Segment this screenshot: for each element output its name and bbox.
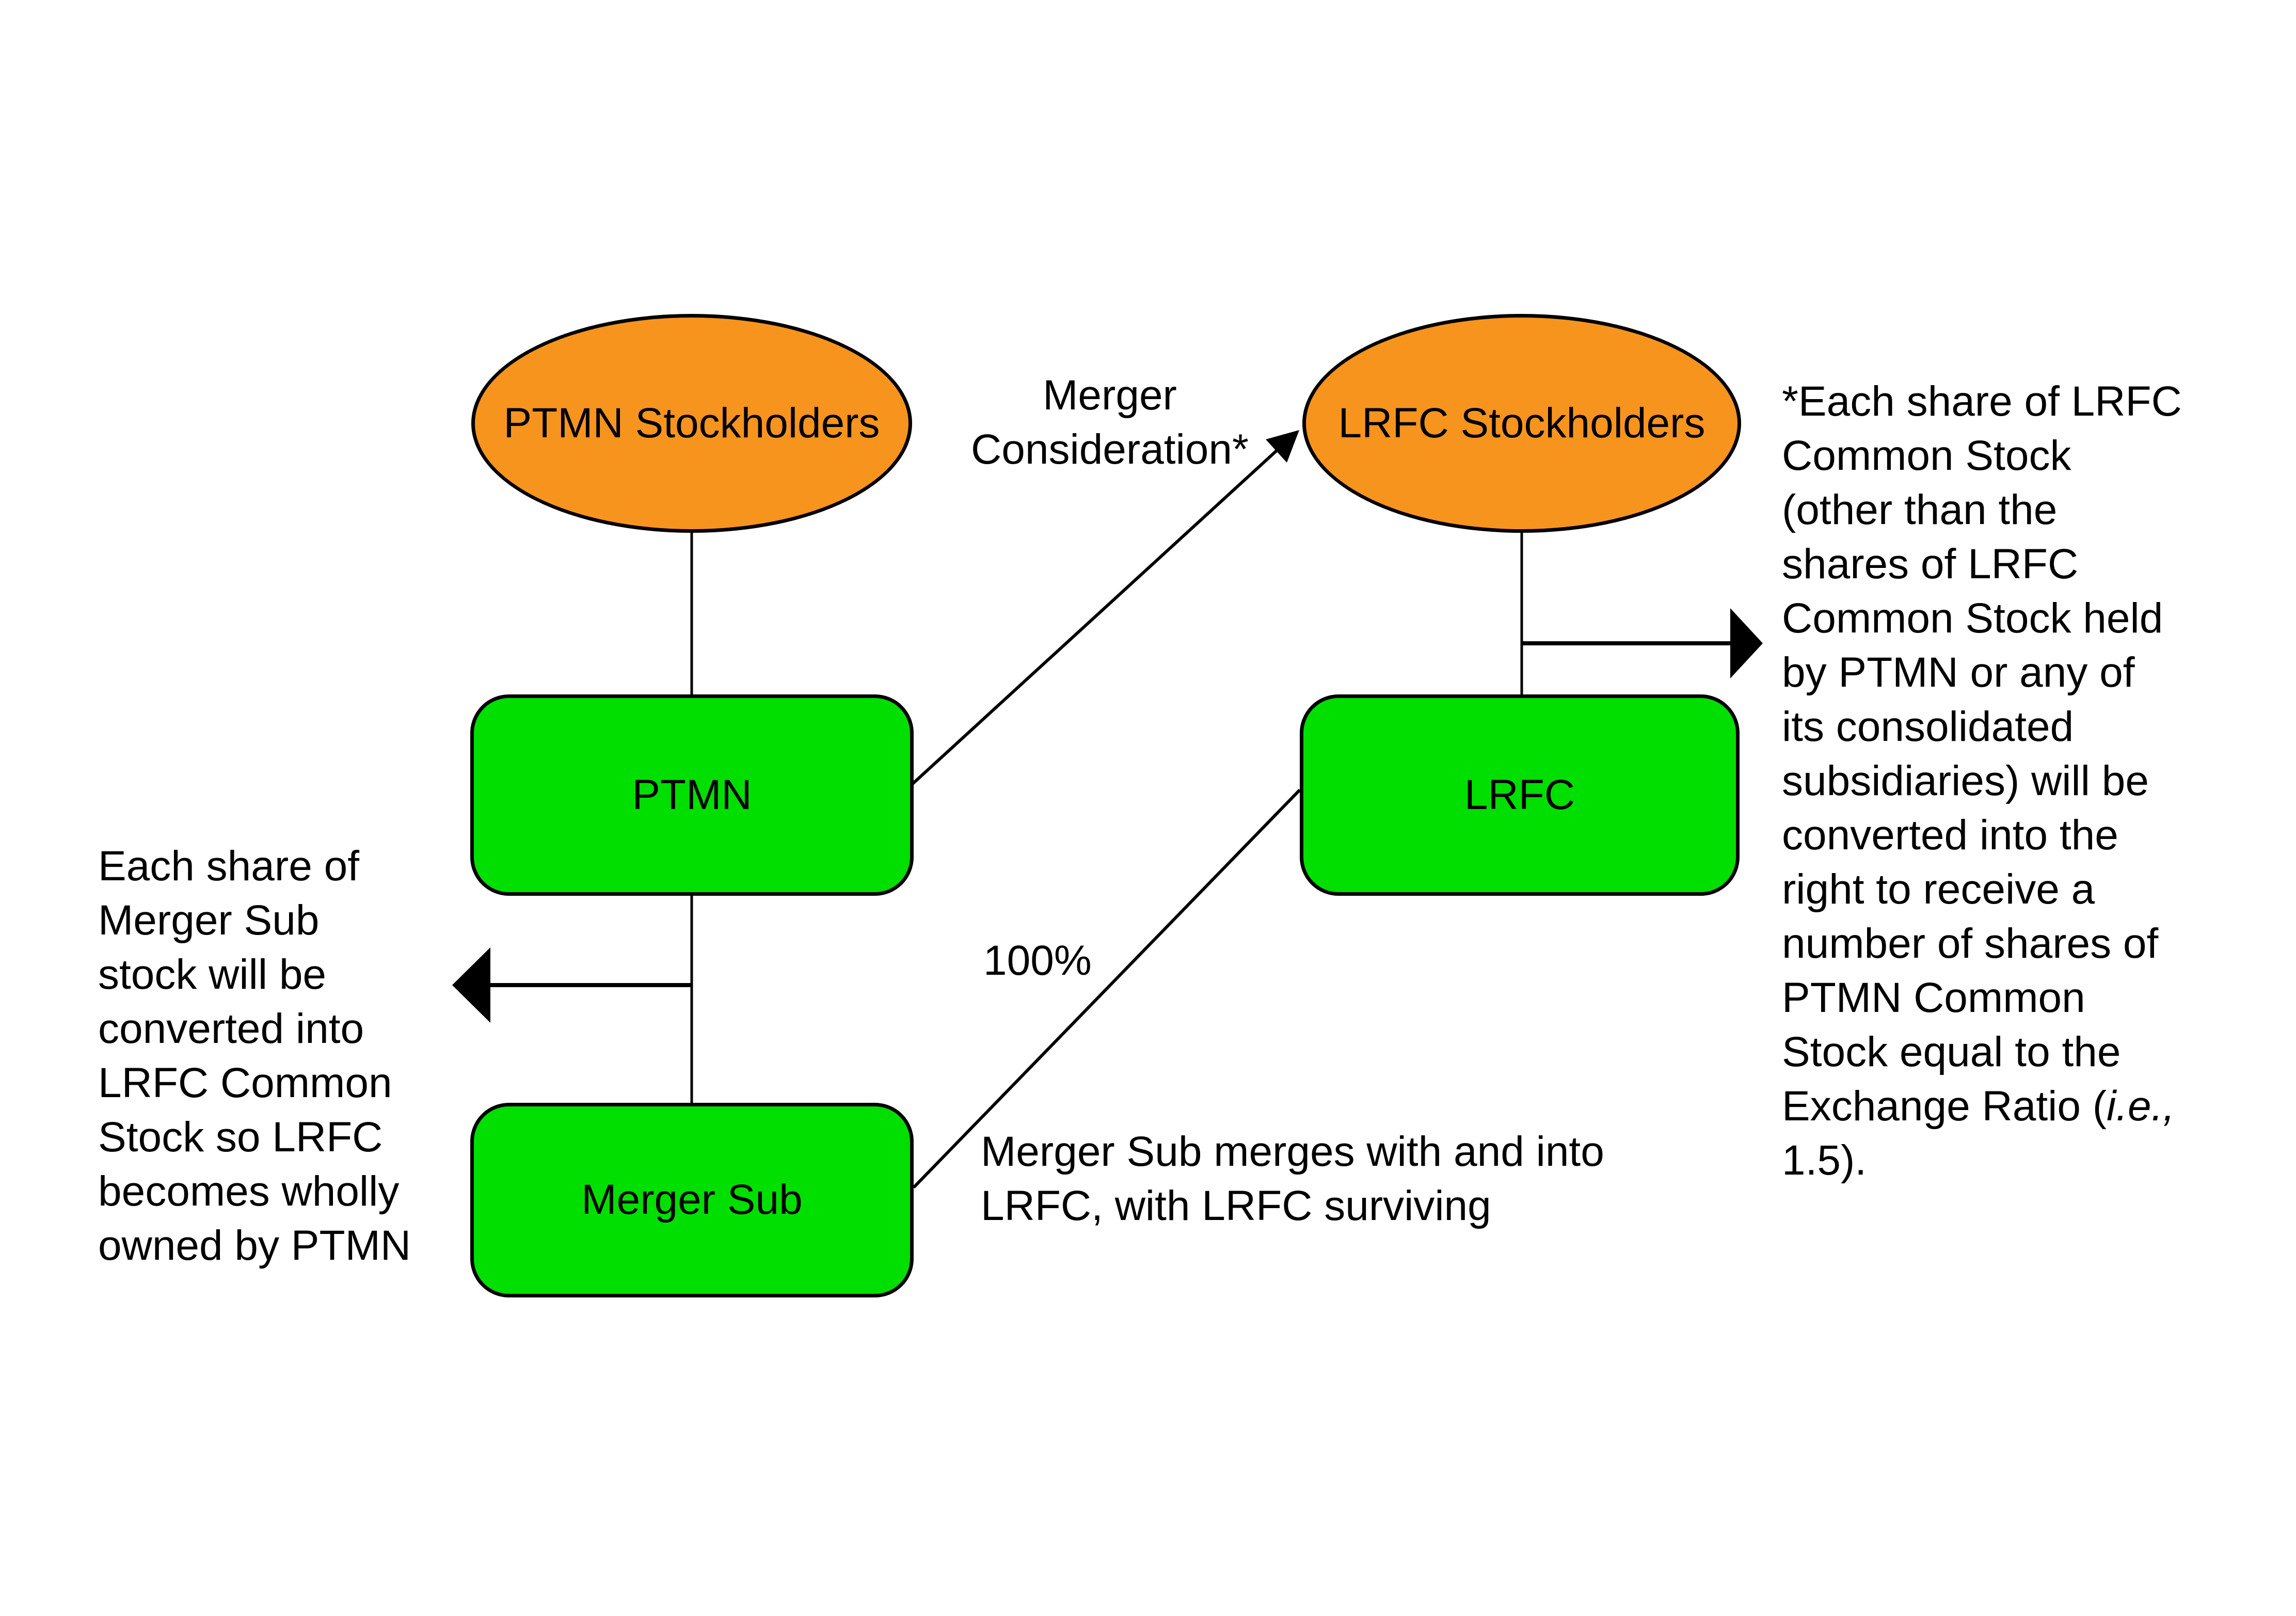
lrfc-box: LRFC (1300, 694, 1740, 896)
right-note-line: converted into the (1782, 812, 2118, 859)
ptmn-stockholders-label: PTMN Stockholders (503, 399, 880, 447)
merger-consideration-arrowhead-icon (1266, 430, 1299, 463)
lrfc-label: LRFC (1464, 771, 1575, 818)
left-arrowhead-icon (452, 947, 490, 1023)
merger-sub-conversion-note: Each share of Merger Sub stock will be c… (98, 839, 411, 1273)
ownership-100pct-line (912, 788, 1301, 1189)
left-note-line: owned by PTMN (98, 1222, 411, 1269)
left-note-line: stock will be (98, 951, 327, 998)
ptmn-box: PTMN (470, 694, 914, 896)
merger-sub-label: Merger Sub (581, 1176, 803, 1224)
merge-note: Merger Sub merges with and into LRFC, wi… (981, 1124, 1604, 1233)
right-note-ratio-pre: Exchange Ratio ( (1782, 1083, 2107, 1130)
merger-consideration-arrow-shaft (904, 449, 1278, 791)
right-note-ratio-italic: i.e., (2107, 1083, 2175, 1130)
right-note-line: Stock equal to the (1782, 1028, 2121, 1075)
left-note-line: becomes wholly (98, 1168, 400, 1215)
exchange-ratio-footnote: *Each share of LRFC Common Stock (other … (1782, 374, 2182, 1187)
merge-note-line2: LRFC, with LRFC surviving (981, 1182, 1491, 1229)
ptmn-stockholders-ellipse: PTMN Stockholders (471, 314, 912, 533)
left-note-line: Merger Sub (98, 897, 320, 944)
ownership-percentage-label: 100% (983, 937, 1092, 984)
ptmn-label: PTMN (632, 771, 752, 818)
right-note-line: by PTMN or any of (1782, 649, 2135, 696)
merger-consideration-line1: Merger (1043, 372, 1177, 419)
right-note-line: PTMN Common (1782, 974, 2085, 1021)
lrfc-stockholders-label: LRFC Stockholders (1338, 399, 1705, 447)
left-note-line: LRFC Common (98, 1059, 392, 1106)
right-note-line: subsidiaries) will be (1782, 757, 2149, 804)
right-note-line: shares of LRFC (1782, 541, 2079, 588)
left-note-line: Each share of (98, 843, 359, 890)
right-note-line: *Each share of LRFC (1782, 378, 2182, 425)
right-note-ratio-line: Exchange Ratio (i.e., (1782, 1079, 2182, 1133)
left-note-line: converted into (98, 1005, 364, 1052)
right-note-line: right to receive a (1782, 866, 2095, 913)
right-note-last-line: 1.5). (1782, 1137, 1867, 1184)
right-note-line: number of shares of (1782, 920, 2159, 967)
merger-consideration-line2: Consideration* (971, 426, 1249, 473)
right-note-line: Common Stock held (1782, 595, 2163, 642)
right-note-line: (other than the (1782, 486, 2058, 533)
right-arrowhead-icon (1730, 608, 1763, 678)
merger-sub-box: Merger Sub (470, 1103, 914, 1297)
left-note-line: Stock so LRFC (98, 1114, 383, 1161)
merger-consideration-label: Merger Consideration* (878, 368, 1342, 477)
right-note-line: Common Stock (1782, 432, 2071, 479)
right-note-line: its consolidated (1782, 703, 2074, 750)
merge-note-line1: Merger Sub merges with and into (981, 1128, 1604, 1175)
lrfc-stockholders-ellipse: LRFC Stockholders (1302, 314, 1741, 533)
